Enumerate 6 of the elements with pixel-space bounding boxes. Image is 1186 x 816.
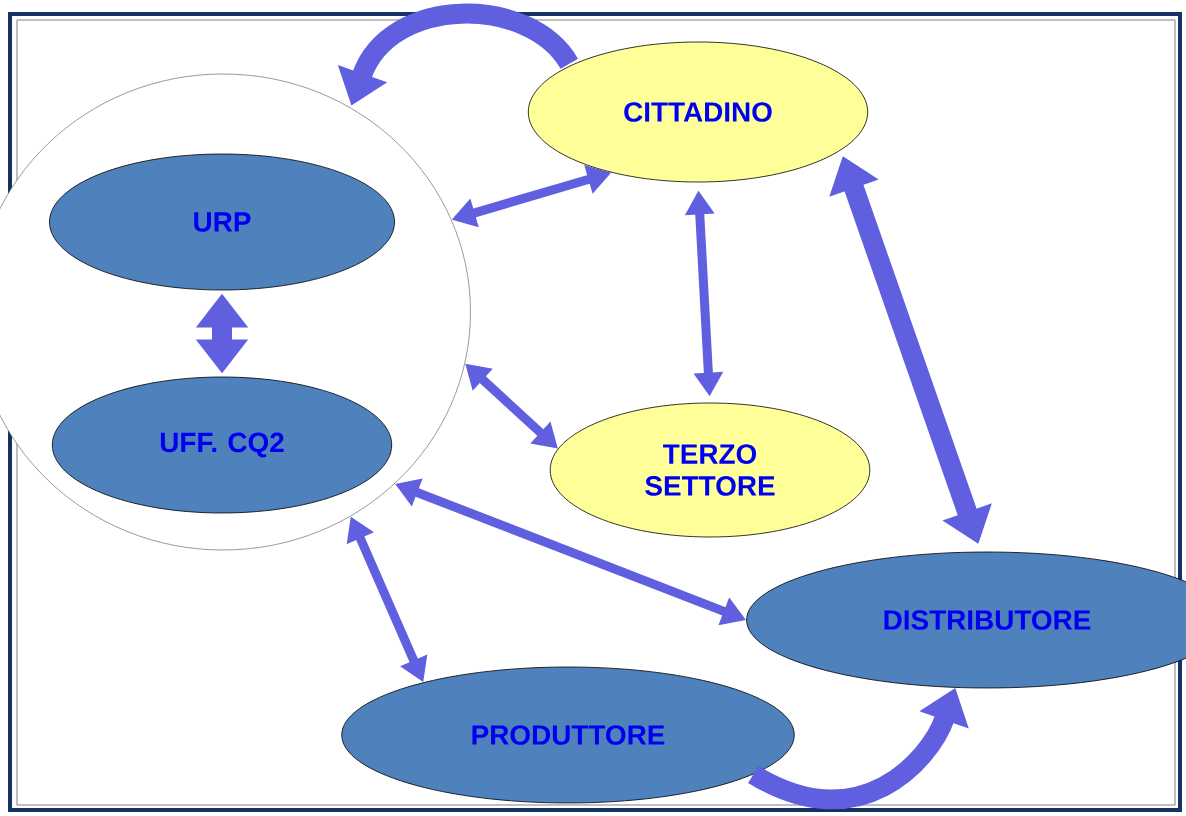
ellipse-node: DISTRIBUTORE (746, 551, 1186, 689)
ellipse-node: TERZO SETTORE (549, 402, 871, 538)
ellipse-node: URP (49, 153, 395, 291)
ellipse-node: UFF. CQ2 (51, 376, 393, 514)
ellipse-node: CITTADINO (527, 41, 869, 183)
ellipse-node: PRODUTTORE (341, 666, 795, 804)
